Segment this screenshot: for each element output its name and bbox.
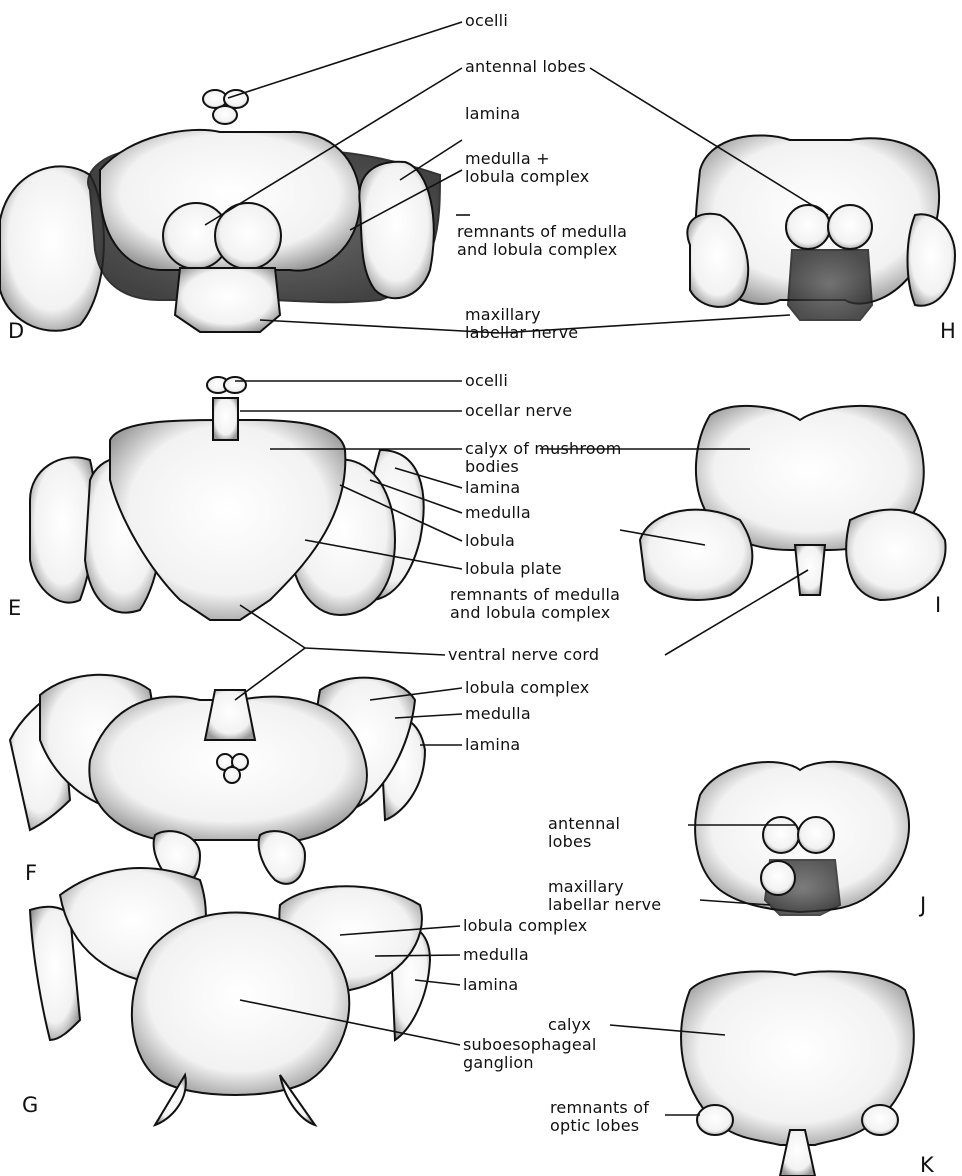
- label-ocelli-top: ocelli: [465, 12, 508, 30]
- label-ocellar-nerve: ocellar nerve: [465, 402, 572, 420]
- label-lobula-e: lobula: [465, 532, 515, 550]
- brain-d: [0, 90, 440, 332]
- panel-label-i: I: [935, 593, 941, 617]
- label-maxillary-j: maxillary labellar nerve: [548, 878, 661, 914]
- brain-f: [10, 675, 425, 884]
- panel-label-g: G: [22, 1093, 38, 1117]
- brain-e: [30, 377, 424, 620]
- panel-label-f: F: [25, 861, 37, 885]
- label-lamina-d: lamina: [465, 105, 520, 123]
- label-maxillary-d: maxillary labellar nerve: [465, 306, 578, 342]
- label-lamina-f: lamina: [465, 736, 520, 754]
- label-medulla-e: medulla: [465, 504, 531, 522]
- label-calyx-mushroom: calyx of mushroom bodies: [465, 440, 622, 476]
- label-lamina-e: lamina: [465, 479, 520, 497]
- brain-h: [687, 135, 955, 320]
- label-antennal-lobes-top: antennal lobes: [465, 58, 586, 76]
- panel-label-j: J: [918, 893, 926, 917]
- label-lamina-g: lamina: [463, 976, 518, 994]
- label-remnants-k: remnants of optic lobes: [550, 1099, 649, 1135]
- label-lobula-plate: lobula plate: [465, 560, 562, 578]
- label-remnants-h: remnants of medulla and lobula complex: [457, 223, 627, 259]
- brain-j: [695, 762, 909, 915]
- label-lobula-complex-f: lobula complex: [465, 679, 589, 697]
- label-remnants-i: remnants of medulla and lobula complex: [450, 586, 620, 622]
- brain-i: [640, 406, 946, 600]
- label-medulla-g: medulla: [463, 946, 529, 964]
- panel-label-e: E: [8, 596, 21, 620]
- panel-label-h: H: [940, 319, 956, 343]
- brain-k: [681, 971, 914, 1176]
- label-lobula-complex-g: lobula complex: [463, 917, 587, 935]
- label-medulla-f: medulla: [465, 705, 531, 723]
- brain-g: [30, 868, 430, 1125]
- label-calyx-k: calyx: [548, 1016, 591, 1034]
- label-ocelli-e: ocelli: [465, 372, 508, 390]
- panel-label-k: K: [920, 1153, 935, 1176]
- label-ventral-nerve-cord: ventral nerve cord: [448, 646, 599, 664]
- label-suboesophageal: suboesophageal ganglion: [463, 1036, 597, 1072]
- label-antennal-lobes-j: antennal lobes: [548, 815, 620, 851]
- panel-label-d: D: [8, 319, 24, 343]
- label-medulla-lobula-d: medulla + lobula complex: [465, 150, 589, 186]
